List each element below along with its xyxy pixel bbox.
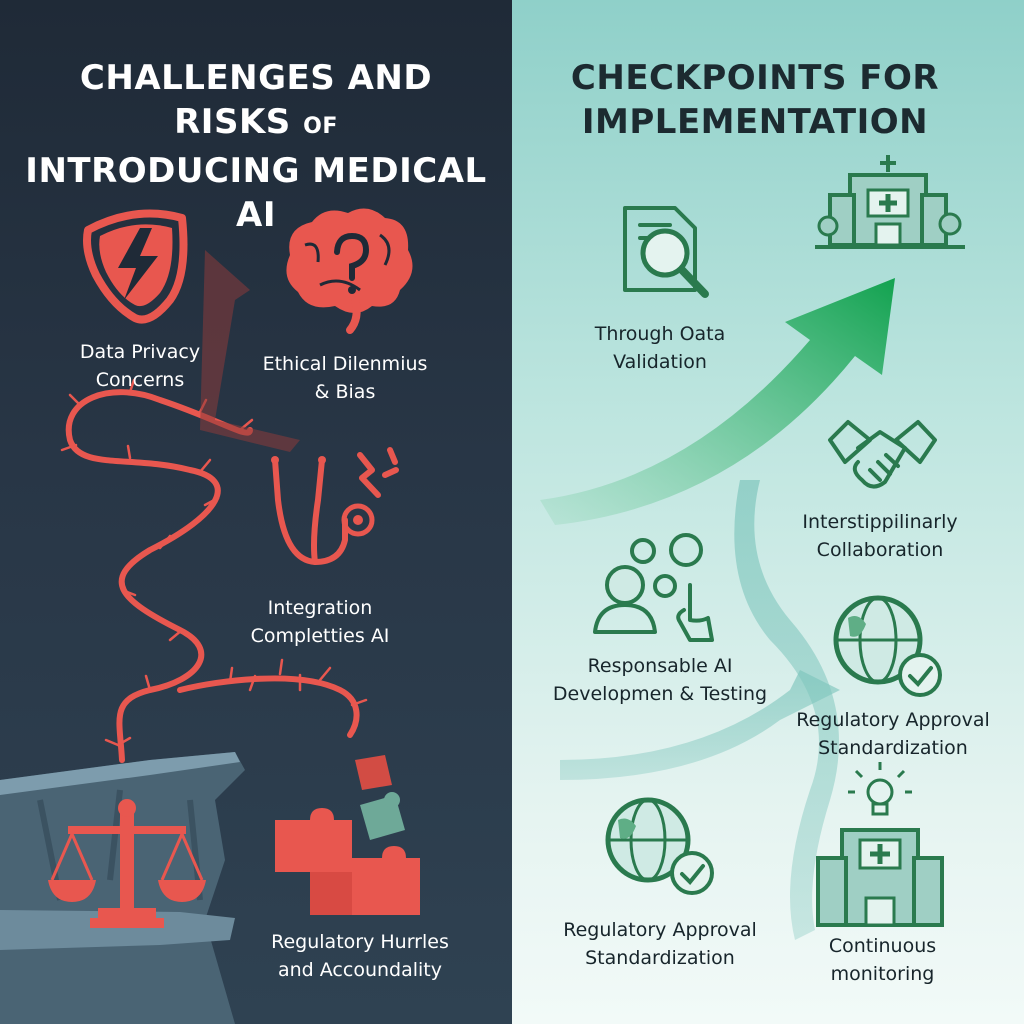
globe-check-icon: [605, 797, 714, 895]
challenges-title-line2: INTRODUCING MEDICAL AI: [25, 151, 487, 235]
globe-check-icon: [833, 595, 942, 697]
checkpoint-label-data-validation: Through Oata Validation: [594, 323, 726, 373]
pale-flow-arrows: [560, 480, 840, 940]
checkpoint-label-regulatory-upper: Regulatory Approval Standardization: [796, 709, 990, 759]
person-gears-icon: [593, 533, 714, 642]
shield-lightning-icon: [83, 209, 188, 324]
stethoscope-icon: [271, 447, 399, 565]
hospital-lightbulb-icon: [816, 762, 944, 927]
challenges-title-line1: CHALLENGES AND RISKS: [79, 58, 433, 142]
checkpoint-label-monitoring: Continuous monitoring: [828, 935, 937, 985]
growth-arrow-shape: [540, 278, 895, 525]
risk-label-regulatory: Regulatory Hurrles and Accoundality: [271, 931, 449, 981]
hospital-icon: [815, 155, 965, 249]
document-magnifier-icon: [623, 206, 709, 298]
checkpoints-title-line2: IMPLEMENTATION: [581, 102, 929, 142]
puzzle-pieces-icon: [275, 755, 420, 915]
thorny-vine-illustration: [60, 378, 368, 763]
checkpoints-title: CHECKPOINTS FOR IMPLEMENTATION: [540, 56, 970, 144]
challenges-title-of: OF: [303, 114, 338, 139]
scales-icon: [48, 799, 206, 928]
risk-label-integration: Integration Completties AI: [250, 597, 390, 647]
checkpoint-label-regulatory-lower: Regulatory Approval Standardization: [563, 919, 757, 969]
checkpoint-label-responsible-ai: Responsable AI Developmen & Testing: [552, 655, 768, 705]
checkpoints-title-line1: CHECKPOINTS FOR: [570, 58, 940, 98]
dark-arrow-shape: [200, 250, 300, 452]
checkpoint-label-collaboration: Interstippilinarly Collaboration: [802, 511, 958, 561]
challenges-title: CHALLENGES AND RISKS OF INTRODUCING MEDI…: [20, 56, 492, 237]
risk-label-data-privacy: Data Privacy Concerns: [79, 341, 201, 391]
handshake-icon: [828, 420, 937, 489]
brain-question-icon: [286, 208, 413, 334]
risk-label-ethical: Ethical Dilenmius & Bias: [262, 353, 428, 403]
